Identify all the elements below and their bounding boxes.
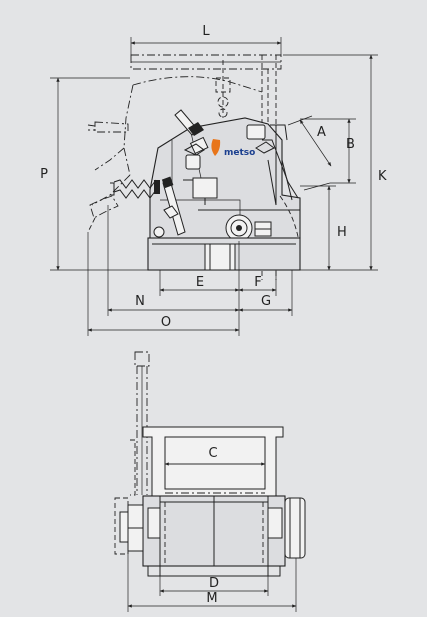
label-C: C (208, 446, 217, 461)
swing-outline (87, 217, 96, 233)
adjust-cylinder (174, 109, 209, 155)
label-B: B (346, 137, 355, 152)
feed-hopper (142, 426, 284, 497)
side-view: metso (40, 24, 387, 336)
left-pulley (114, 497, 161, 555)
right-flywheel (267, 497, 306, 559)
label-A: A (317, 125, 326, 140)
base-frame (147, 237, 301, 271)
label-M: M (206, 591, 217, 606)
side-dimensions: L P K A B H (40, 24, 387, 336)
main-housing (142, 495, 286, 567)
side-post (130, 351, 150, 496)
hook-assembly (215, 60, 231, 118)
logo-text: metso (224, 148, 255, 158)
label-G: G (261, 294, 271, 309)
label-D: D (209, 576, 219, 591)
label-F: F (254, 275, 261, 290)
tension-spring (110, 179, 160, 199)
label-K: K (378, 169, 387, 184)
top-view: C D M (114, 351, 306, 612)
label-H: H (337, 225, 347, 240)
logo-flame-icon (211, 139, 221, 156)
crusher-body (149, 117, 301, 239)
label-P: P (40, 167, 48, 182)
flywheel (153, 214, 272, 242)
label-E: E (196, 275, 204, 290)
top-dimensions: C D M (127, 446, 297, 612)
left-bolts (87, 121, 129, 219)
metso-logo: metso (183, 139, 275, 158)
label-L: L (202, 24, 210, 39)
label-N: N (135, 294, 145, 309)
discharge-tower (246, 124, 301, 249)
lower-cylinder (161, 176, 186, 236)
label-O: O (161, 315, 171, 330)
base-footprint (147, 565, 281, 577)
